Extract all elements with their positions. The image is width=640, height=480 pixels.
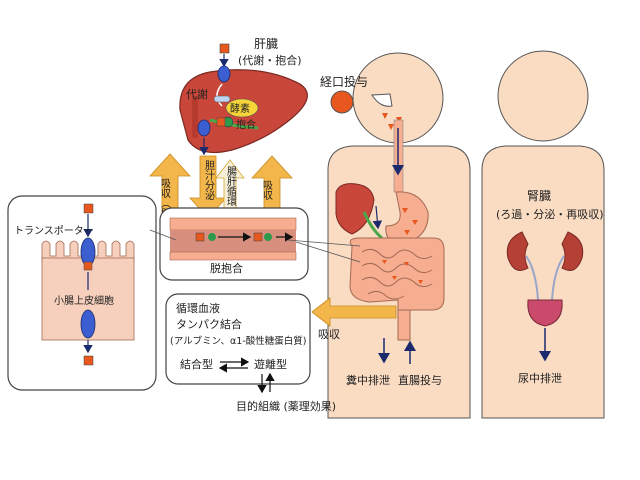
conjugation-label: 抱合 <box>236 118 256 131</box>
circulation-title: 循環血液 <box>176 301 220 315</box>
enzyme-badge <box>225 98 259 118</box>
absorption-arrow <box>311 297 397 327</box>
kidney-subtitle: (ろ過・分泌・再吸収) <box>496 208 604 221</box>
bile-label: 胆汁分泌 <box>203 160 215 200</box>
proteins-label: (アルブミン、α1-酸性糖蛋白質) <box>170 335 306 347</box>
liver-metabolism-label: 代謝 <box>186 87 208 101</box>
small-intestine-coils <box>361 248 433 300</box>
liver-transporter-1 <box>217 65 231 83</box>
target-tissue-label: 目的組織 (薬理効果) <box>236 399 336 413</box>
cell-zoom-line <box>149 229 177 241</box>
liver-subtitle: (代謝・抱合) <box>238 53 302 67</box>
left-kidney <box>506 231 529 271</box>
rectal-label: 直腸投与 <box>398 373 442 387</box>
cell-drug-bottom <box>83 355 94 366</box>
liver-title: 肝臓 <box>254 37 278 51</box>
liver-drug-square <box>219 43 230 54</box>
liver-transporter-2 <box>197 119 211 137</box>
free-label: 遊離型 <box>254 357 287 371</box>
bladder <box>527 299 563 327</box>
bile-duct <box>362 211 383 240</box>
cell-label: 小腸上皮細胞 <box>54 294 114 307</box>
zoom-line-1 <box>295 241 361 263</box>
zoom-line-2 <box>287 239 361 247</box>
cell-drug-top <box>83 203 94 214</box>
enterohepatic-label: 腸肝循環 <box>225 166 237 207</box>
right-absorption-label: 吸収 <box>261 180 273 201</box>
body-liver <box>335 183 375 235</box>
transporter-basal-icon <box>80 309 96 339</box>
body-right <box>481 50 605 419</box>
intestine-wall-top <box>169 217 297 231</box>
bound-label: 結合型 <box>180 357 213 371</box>
transporter-label: トランスポーター <box>14 225 94 237</box>
protein-binding-label: タンパク結合 <box>176 317 242 331</box>
intestine-lumen <box>170 230 296 252</box>
circulation-box <box>165 293 311 385</box>
oral-drug-dot <box>330 90 354 114</box>
intestine-wall-bottom <box>169 251 297 261</box>
feces-label: 糞中排泄 <box>346 373 390 387</box>
right-kidney <box>561 231 584 271</box>
rectum <box>397 309 411 341</box>
enzyme-label: 酵素 <box>230 102 250 115</box>
kidney-title: 腎臓 <box>527 189 551 203</box>
ureters <box>525 255 565 301</box>
oral-label: 経口投与 <box>320 74 368 89</box>
oral-tablets <box>382 113 402 130</box>
absorption-label: 吸収 <box>318 328 340 341</box>
deconjugation-label: 脱抱合 <box>210 261 243 275</box>
urine-label: 尿中排泄 <box>518 371 562 385</box>
